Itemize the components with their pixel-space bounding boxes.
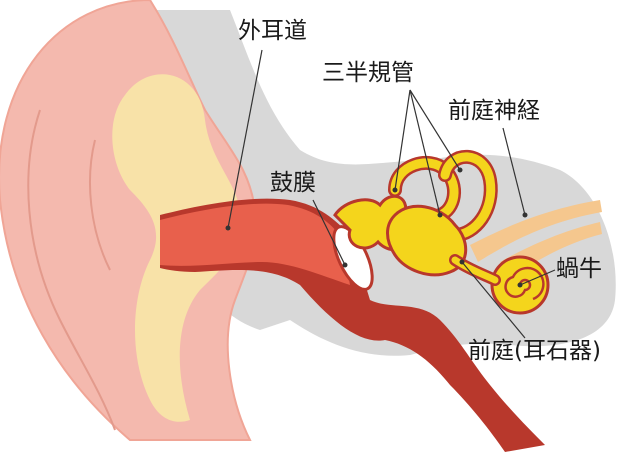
leader-lines (227, 49, 556, 339)
dot-eardrum (342, 262, 348, 268)
leader-vestibular-nerve (502, 127, 526, 216)
label-vestibular-nerve: 前庭神経 (448, 98, 540, 124)
leader-canal-c (409, 89, 461, 171)
vestibular-nerve (470, 200, 602, 262)
label-cochlea: 蝸牛 (556, 256, 602, 282)
leader-ear-canal (227, 49, 263, 229)
dot-canal-b (437, 212, 443, 218)
dot-vestibular-nerve (522, 212, 528, 218)
leader-eardrum (312, 199, 346, 266)
leader-cochlea (519, 269, 556, 286)
vestibule-cochlea-link-inner (451, 256, 499, 284)
eardrum (332, 225, 374, 291)
leader-canal-a (394, 89, 411, 191)
helix-fold (27, 109, 116, 431)
dot-ear-canal (225, 225, 231, 231)
leader-vestibule (461, 261, 526, 339)
dot-cochlea (517, 282, 523, 288)
ear-canal (160, 203, 350, 285)
label-eardrum: 鼓膜 (270, 170, 316, 196)
leader-canal-b (409, 89, 441, 216)
label-ear-canal: 外耳道 (238, 18, 307, 44)
dot-canal-c (457, 167, 463, 173)
dot-vestibule (459, 259, 465, 265)
antihelix-fold (89, 139, 111, 271)
cochlea-spiral (504, 266, 545, 301)
vestibule (386, 204, 468, 277)
label-vestibule: 前庭(耳石器) (468, 338, 601, 364)
label-semicircular-canals: 三半規管 (322, 60, 414, 86)
semicircular-canal-2-inner (440, 152, 496, 240)
dot-canal-a (392, 187, 398, 193)
leader-dots (225, 167, 528, 288)
